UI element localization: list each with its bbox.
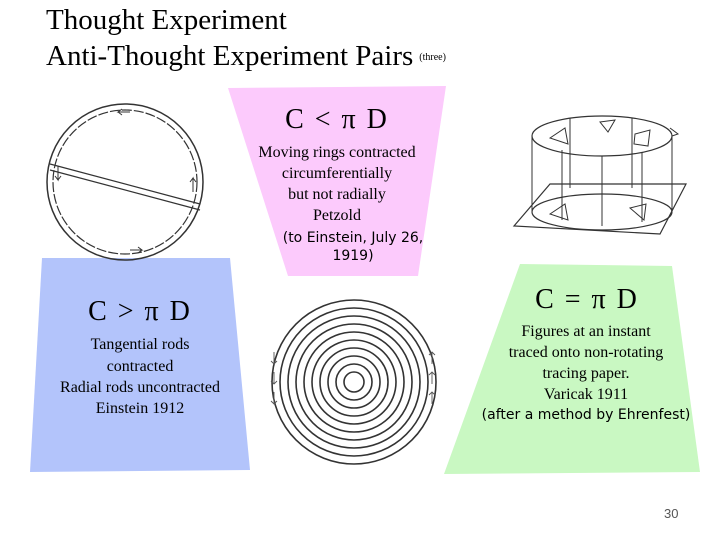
petzold-formula: C < π D	[285, 104, 389, 135]
panel-varicak: C = π D Figures at an instant traced ont…	[444, 264, 700, 474]
einstein-line-4: Einstein 1912	[95, 400, 185, 417]
varicak-line-3: tracing paper.	[542, 365, 630, 382]
einstein-line-1: Tangential rods	[90, 336, 190, 353]
page-number: 30	[664, 506, 679, 521]
panel-petzold: C < π D Moving rings contracted circumfe…	[228, 86, 446, 278]
petzold-line-2: circumferentially	[281, 165, 393, 182]
title-line-2-text: Anti-Thought Experiment Pairs	[46, 40, 414, 72]
title-line-2: Anti-Thought Experiment Pairs (three)	[46, 38, 446, 76]
panel-petzold-background	[228, 86, 446, 276]
varicak-line-2: traced onto non-rotating	[508, 344, 664, 361]
einstein-line-3: Radial rods uncontracted	[60, 379, 220, 396]
tracing-paper-figure	[512, 115, 687, 235]
einstein-formula: C > π D	[88, 296, 192, 327]
rotating-ring-figure	[46, 103, 204, 261]
einstein-line-2: contracted	[106, 358, 174, 375]
title-note: (three)	[419, 52, 446, 64]
panel-einstein-background	[30, 258, 250, 472]
petzold-line-3: but not radially	[288, 186, 386, 203]
concentric-rings-figure	[270, 299, 437, 465]
panel-varicak-background	[444, 264, 700, 474]
panel-varicak-shape	[444, 264, 700, 474]
panel-petzold-shape	[228, 86, 446, 276]
varicak-line-1: Figures at an instant	[521, 323, 651, 340]
panel-einstein: C > π D Tangential rods contracted Radia…	[30, 258, 250, 472]
varicak-citation: (after a method by Ehrenfest)	[481, 407, 691, 423]
title-line-1: Thought Experiment	[46, 4, 287, 36]
varicak-formula: C = π D	[535, 284, 639, 315]
petzold-line-1: Moving rings contracted	[258, 144, 416, 161]
petzold-citation: (to Einstein, July 26, 1919)	[282, 230, 424, 264]
panel-einstein-shape	[30, 258, 250, 472]
petzold-line-4: Petzold	[313, 207, 361, 224]
slide-title: Thought Experiment Anti-Thought Experime…	[46, 2, 446, 76]
varicak-line-4: Varicak 1911	[543, 386, 629, 403]
